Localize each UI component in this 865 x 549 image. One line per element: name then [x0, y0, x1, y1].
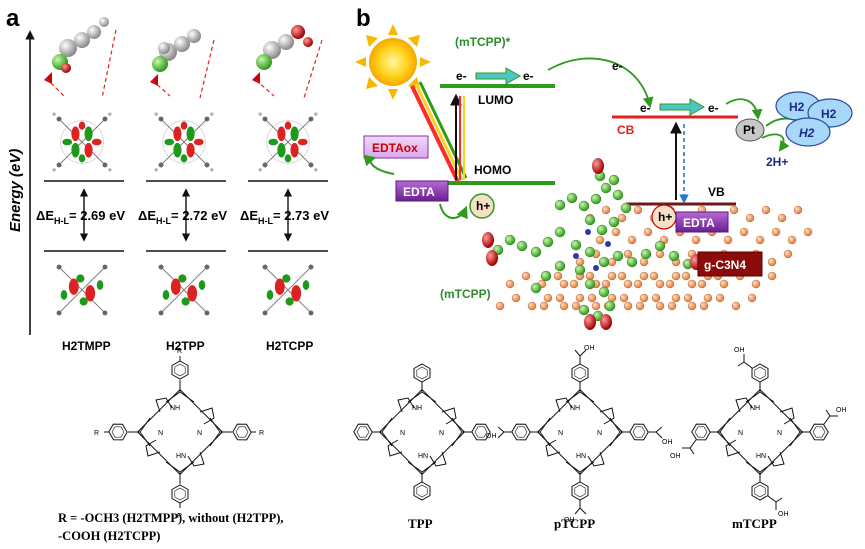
gcn-lattice [495, 205, 813, 311]
svg-text:H2: H2 [799, 126, 815, 140]
svg-text:EDTA: EDTA [403, 185, 435, 199]
svg-text:OH: OH [662, 439, 673, 446]
svg-text:NH: NH [750, 405, 760, 412]
svg-text:OH: OH [486, 433, 497, 440]
vb-label: VB [708, 185, 725, 199]
sun-icon [355, 24, 431, 100]
energy-axis: Energy (eV) [7, 30, 35, 335]
svg-text:e-: e- [523, 69, 534, 83]
homo-label: HOMO [474, 163, 511, 177]
hole-left: h+ [469, 193, 495, 219]
hole-right: h+ [651, 204, 677, 230]
svg-text:OH: OH [564, 517, 575, 524]
svg-text:R: R [94, 430, 99, 437]
svg-text:R: R [177, 348, 182, 355]
structure-caption-line1: R = -OCH3 (H2TMPP), without (H2TPP), [58, 511, 284, 525]
svg-text:R: R [177, 513, 182, 520]
ptcpp-label: pTCPP [554, 516, 595, 531]
mtcpp-structure: OH OH OH OH NH HN N N [670, 347, 847, 518]
orbital-column-tmpp: ΔEH-L= 2.69 eV H2TMPP [36, 17, 125, 353]
svg-text:OH: OH [836, 407, 847, 414]
energy-axis-label: Energy (eV) [7, 149, 24, 232]
svg-text:HN: HN [576, 453, 586, 460]
gap-label-tmpp: ΔEH-L= 2.69 eV [36, 208, 125, 226]
mtcpp-bottom-label: mTCPP [732, 516, 777, 531]
edta-box-left: EDTA [395, 180, 449, 202]
molecule-3d-model [44, 17, 109, 84]
svg-text:NH: NH [570, 405, 580, 412]
mtcpp-molecule [492, 170, 694, 322]
h2-bubbles: H2 H2 H2 [775, 91, 853, 147]
lumo-label: LUMO [478, 93, 513, 107]
svg-text:N: N [558, 430, 563, 437]
svg-text:HN: HN [418, 453, 428, 460]
svg-text:NH: NH [170, 405, 180, 412]
svg-text:OH: OH [670, 453, 681, 460]
svg-text:OH: OH [584, 345, 595, 352]
edta-box-right: EDTA [675, 211, 729, 233]
gap-label-tcpp: ΔEH-L= 2.73 eV [240, 208, 329, 226]
gcn-label-box: g-C3N4 [697, 251, 763, 277]
panel-a-label: a [6, 5, 20, 32]
svg-text:Pt: Pt [743, 123, 755, 137]
mtcpp-label: (mTCPP) [440, 287, 491, 301]
gap-label-tpp: ΔEH-L= 2.72 eV [138, 208, 227, 226]
svg-text:OH: OH [734, 347, 745, 354]
molecule-name-tmpp: H2TMPP [62, 339, 111, 353]
electron-transfer-curve [547, 57, 654, 109]
svg-text:NH: NH [412, 405, 422, 412]
structure-caption-line2: -COOH (H2TCPP) [58, 529, 160, 543]
tpp-label: TPP [408, 516, 433, 531]
svg-text:EDTA: EDTA [683, 216, 715, 230]
lumo-transfer-arrow [475, 67, 522, 85]
svg-text:e-: e- [612, 59, 623, 73]
svg-text:H2: H2 [789, 100, 805, 114]
svg-text:HN: HN [756, 453, 766, 460]
svg-text:N: N [738, 430, 743, 437]
molecule-name-tpp: H2TPP [166, 339, 205, 353]
svg-text:N: N [777, 430, 782, 437]
ptcpp-structure: OH OH OH OH NH HN N N [486, 345, 673, 524]
svg-text:EDTAox: EDTAox [372, 141, 418, 155]
svg-text:N: N [197, 430, 202, 437]
pt-particle: Pt [735, 118, 765, 142]
svg-text:N: N [439, 430, 444, 437]
light-beams [410, 81, 468, 183]
svg-text:e-: e- [640, 101, 651, 115]
svg-text:OH: OH [778, 511, 789, 518]
panel-b-label: b [356, 5, 371, 32]
orbital-column-tcpp: ΔEH-L= 2.73 eV H2TCPP [240, 25, 329, 353]
generic-porphyrin-structure: R R R R NH HN N N [94, 348, 264, 520]
svg-text:g-C3N4: g-C3N4 [704, 258, 746, 272]
molecule-name-tcpp: H2TCPP [266, 339, 313, 353]
svg-text:N: N [597, 430, 602, 437]
svg-text:H2: H2 [821, 107, 837, 121]
edta-ox-box: EDTAox [363, 135, 429, 159]
excited-state-label: (mTCPP)* [455, 35, 511, 49]
tpp-structure: NH HN N N [351, 363, 493, 501]
svg-text:HN: HN [176, 453, 186, 460]
svg-text:h+: h+ [476, 199, 490, 213]
svg-text:N: N [158, 430, 163, 437]
svg-text:e-: e- [456, 69, 467, 83]
svg-text:N: N [400, 430, 405, 437]
cb-label: CB [617, 123, 635, 137]
svg-text:h+: h+ [658, 210, 672, 224]
svg-text:R: R [259, 430, 264, 437]
protons-label: 2H+ [766, 155, 788, 169]
orbital-column-tpp: ΔEH-L= 2.72 eV H2TPP [138, 29, 227, 353]
svg-text:e-: e- [708, 101, 719, 115]
